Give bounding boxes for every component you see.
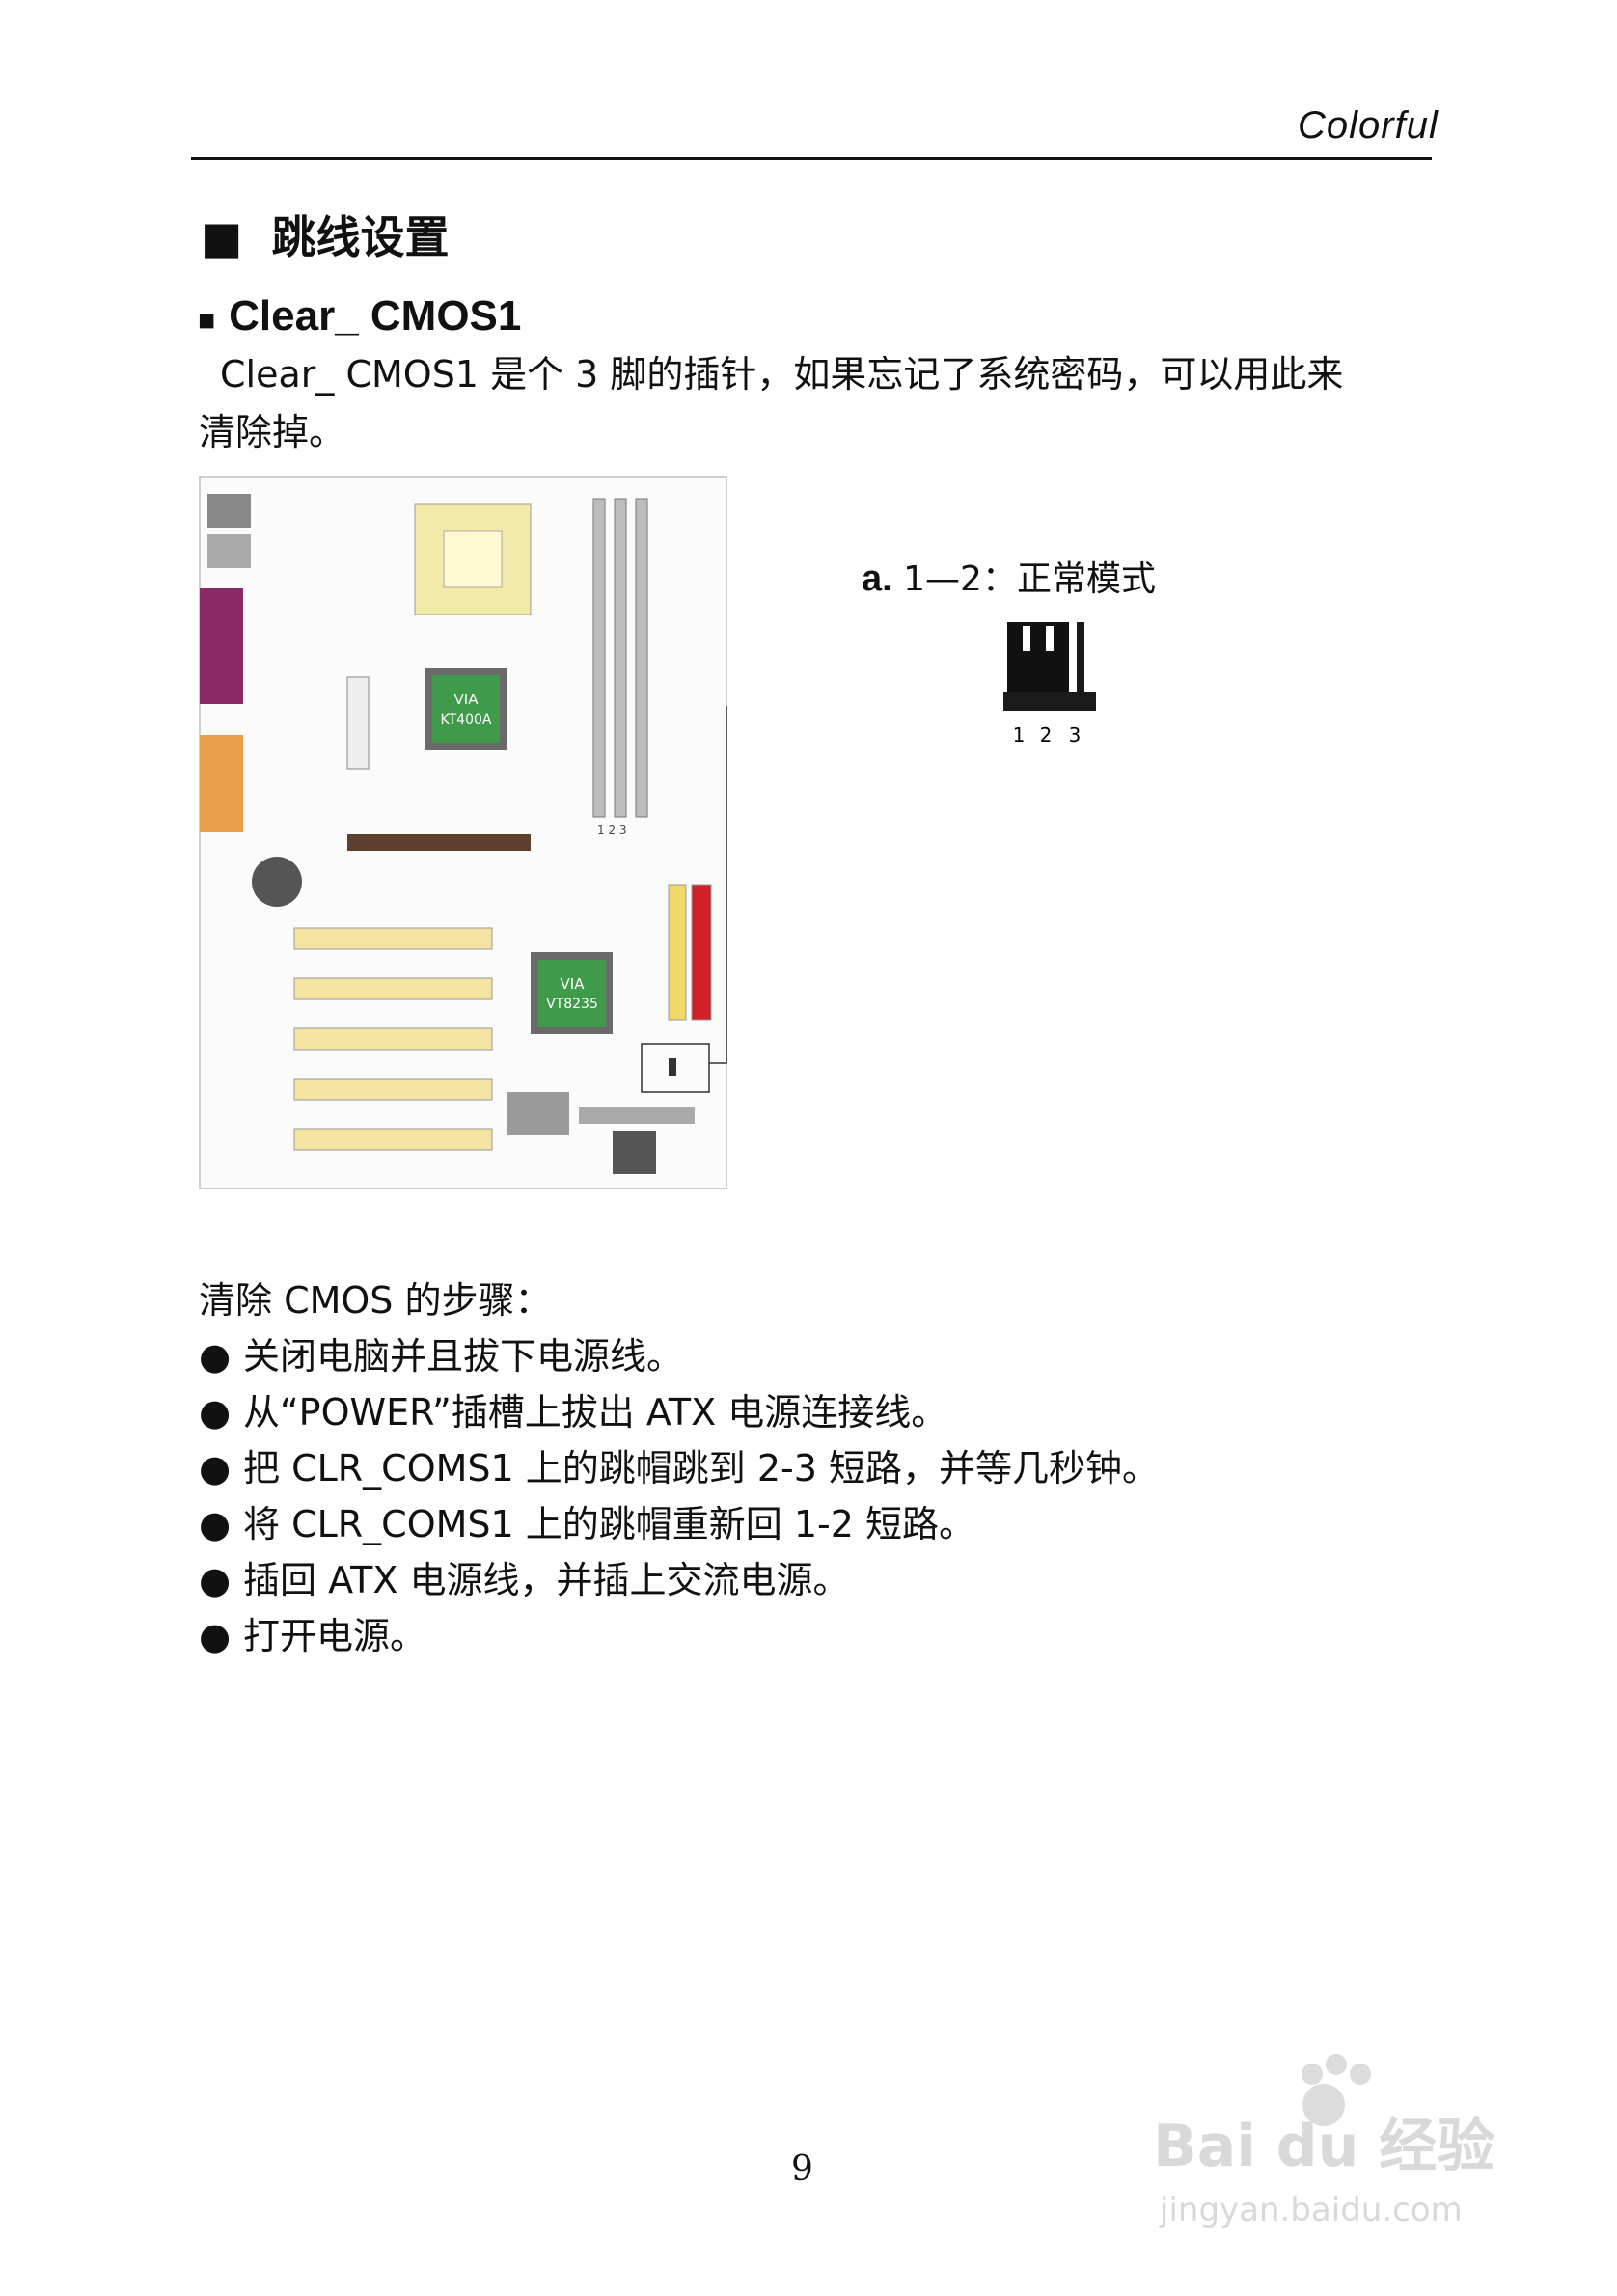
step-item: ● 从“POWER”插槽上拔出 ATX 电源连接线。 bbox=[199, 1382, 947, 1435]
step-item: ● 将 CLR_COMS1 上的跳帽重新回 1-2 短路。 bbox=[199, 1494, 975, 1547]
subsection-title-text: Clear_ CMOS1 bbox=[229, 292, 522, 340]
paragraph-line-1: Clear_ CMOS1 是个 3 脚的插针，如果忘记了系统密码，可以用此来 bbox=[220, 353, 1344, 396]
step-text: 打开电源。 bbox=[243, 1615, 427, 1657]
step-text: 从“POWER”插槽上拔出 ATX 电源连接线。 bbox=[243, 1391, 948, 1434]
bullet: ● bbox=[199, 1391, 232, 1434]
ide-connector bbox=[691, 884, 712, 1021]
pci-slot bbox=[293, 1078, 493, 1101]
ps2-port bbox=[207, 494, 251, 528]
pci-slot bbox=[293, 1128, 493, 1151]
pin-label-3: 3 bbox=[1069, 724, 1082, 747]
section-title: ■ 跳线设置 bbox=[201, 203, 449, 266]
cmos-battery bbox=[252, 857, 302, 907]
intro-paragraph: Clear_ CMOS1 是个 3 脚的插针，如果忘记了系统密码，可以用此来 清… bbox=[199, 345, 1443, 461]
baidu-watermark: Bai du 经验 jingyan.baidu.com bbox=[1153, 2054, 1494, 2229]
dimm-slot bbox=[592, 498, 606, 818]
fdd-connector bbox=[579, 1107, 695, 1124]
agp-slot bbox=[347, 834, 531, 851]
step-item: ● 关闭电脑并且拔下电源线。 bbox=[199, 1326, 683, 1380]
dimm-slot bbox=[635, 498, 648, 818]
jumper-diagram: 1 2 3 bbox=[1003, 622, 1096, 747]
step-text: 关闭电脑并且拔下电源线。 bbox=[243, 1335, 684, 1378]
mode-text: 1—2：正常模式 bbox=[903, 560, 1156, 599]
io-chip bbox=[507, 1092, 569, 1135]
southbridge-chip bbox=[538, 960, 606, 1027]
header-rule bbox=[191, 157, 1432, 160]
paw-icon bbox=[1302, 2054, 1371, 2126]
step-item: ● 打开电源。 bbox=[199, 1606, 426, 1659]
usb-port bbox=[207, 534, 251, 568]
pin-label-1: 1 bbox=[1013, 724, 1026, 747]
parallel-port bbox=[200, 588, 243, 704]
steps-title: 清除 CMOS 的步骤： bbox=[199, 1279, 552, 1322]
clr-cmos-highlight bbox=[641, 1043, 710, 1093]
step-text: 插回 ATX 电源线，并插上交流电源。 bbox=[243, 1559, 850, 1601]
mode-prefix: a. bbox=[862, 559, 892, 599]
bullet: ● bbox=[199, 1559, 232, 1601]
dimm-slot bbox=[614, 498, 627, 818]
northbridge-chip bbox=[432, 675, 500, 743]
jumper-cap bbox=[1007, 622, 1069, 692]
mode-label: a. 1—2：正常模式 bbox=[862, 551, 1156, 601]
bullet: ● bbox=[199, 1335, 232, 1378]
watermark-url: jingyan.baidu.com bbox=[1159, 2191, 1463, 2229]
southbridge-label-1: VIA bbox=[561, 975, 586, 993]
pin-header-base bbox=[1003, 692, 1096, 711]
paragraph-line-2: 清除掉。 bbox=[199, 411, 346, 453]
step-item: ● 插回 ATX 电源线，并插上交流电源。 bbox=[199, 1550, 849, 1603]
pci-slot bbox=[293, 1027, 493, 1051]
bullet: ● bbox=[199, 1503, 232, 1545]
subsection-title: ■ Clear_ CMOS1 bbox=[198, 292, 521, 341]
watermark-brand: Bai du 经验 bbox=[1153, 2113, 1494, 2180]
pin-3 bbox=[1077, 622, 1084, 692]
motherboard-diagram: 1 2 3 VIA KT400A VIA VT8235 bbox=[199, 476, 727, 1189]
bullet: ● bbox=[199, 1447, 232, 1490]
ide-connector bbox=[668, 884, 687, 1021]
com-port bbox=[200, 735, 243, 832]
leader-line bbox=[709, 706, 727, 1064]
atx-power-connector bbox=[346, 676, 370, 770]
step-text: 把 CLR_COMS1 上的跳帽跳到 2-3 短路，并等几秒钟。 bbox=[243, 1447, 1160, 1490]
pin-label-2: 2 bbox=[1040, 724, 1053, 747]
bullet: ● bbox=[199, 1615, 232, 1657]
pci-slot bbox=[293, 927, 493, 950]
subsection-marker: ■ bbox=[198, 305, 216, 337]
northbridge-label-1: VIA bbox=[454, 691, 480, 708]
northbridge-label-2: KT400A bbox=[441, 712, 492, 727]
page-number: 9 bbox=[791, 2149, 813, 2189]
clr-cmos-jumper bbox=[669, 1058, 676, 1076]
southbridge-label-2: VT8235 bbox=[546, 997, 598, 1012]
section-title-text: 跳线设置 bbox=[271, 211, 450, 263]
step-text: 将 CLR_COMS1 上的跳帽重新回 1-2 短路。 bbox=[243, 1503, 976, 1545]
header-brand: Colorful bbox=[1298, 104, 1439, 147]
section-marker: ■ bbox=[201, 211, 243, 263]
dimm-pins-label: 1 2 3 bbox=[597, 823, 627, 836]
pci-slot bbox=[293, 977, 493, 1000]
step-item: ● 把 CLR_COMS1 上的跳帽跳到 2-3 短路，并等几秒钟。 bbox=[199, 1438, 1159, 1491]
bios-chip bbox=[613, 1131, 656, 1174]
